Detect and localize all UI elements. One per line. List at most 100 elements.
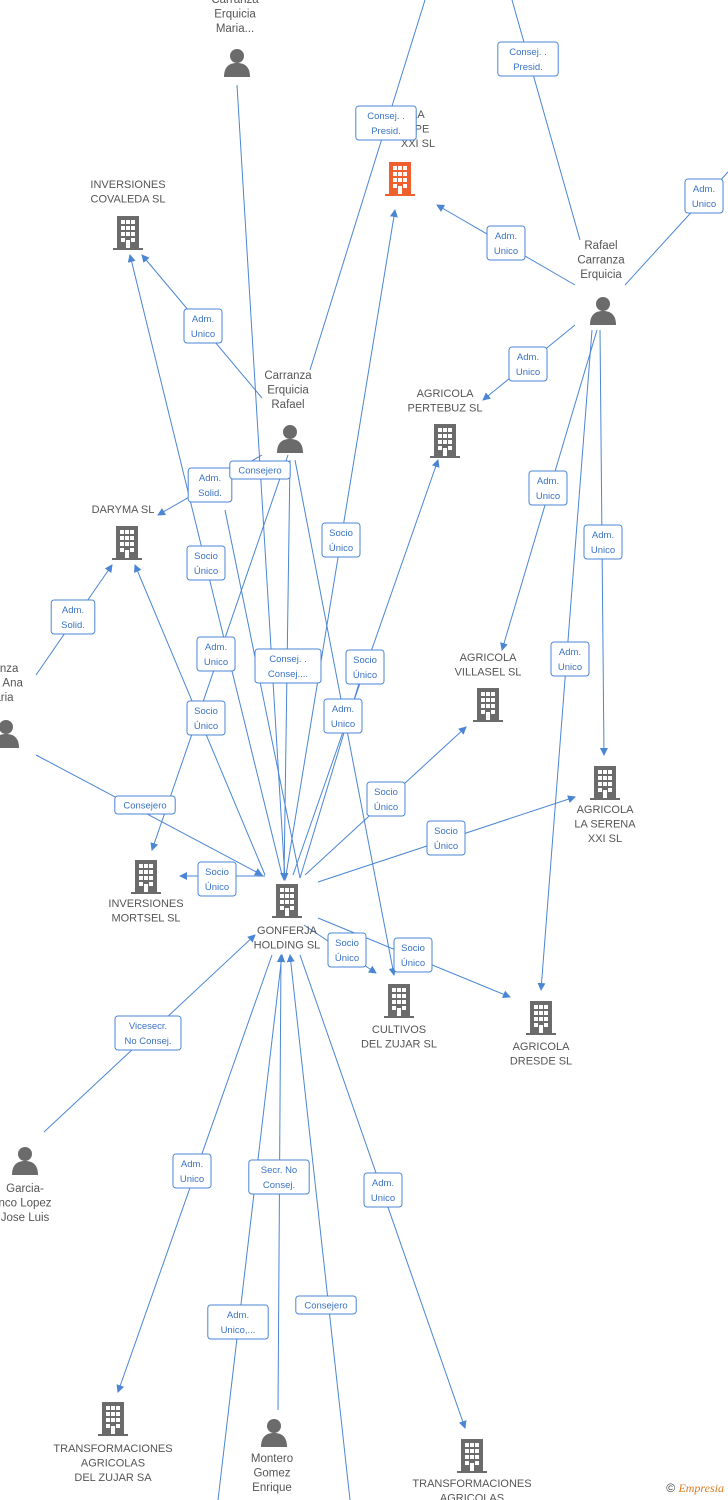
node-label-line: Maria... (216, 23, 254, 35)
node-p_maria[interactable]: CarranzaErquiciaMaria... (211, 0, 259, 77)
relation-label-r10[interactable]: Adm.Unico (528, 470, 568, 506)
relation-text: Unico (494, 246, 518, 257)
edge-1 (511, 0, 581, 241)
node-label-line: ranza (0, 663, 19, 675)
relation-label-r6[interactable]: Adm.Unico (183, 308, 223, 344)
relation-box (363, 1172, 403, 1208)
relation-label-r17[interactable]: Adm.Unico (323, 698, 363, 734)
node-label-line: Carranza (211, 0, 259, 6)
relation-box (323, 698, 363, 734)
building-icon (385, 162, 415, 196)
relation-label-r30[interactable]: Adm.Unico,... (207, 1304, 269, 1340)
building-icon (113, 216, 143, 250)
relation-label-r5[interactable]: Adm.Unico (508, 346, 548, 382)
edge-31 (217, 954, 286, 1500)
relation-text: Adm. (199, 473, 221, 484)
relation-label-r13[interactable]: Adm.Solid. (50, 599, 96, 635)
node-mortsel[interactable]: INVERSIONES MORTSEL SL (108, 860, 184, 925)
node-label-line: cia Ana (0, 678, 23, 690)
edge-32 (286, 954, 351, 1500)
relation-text: Único (329, 543, 353, 554)
relation-label-r15[interactable]: Consej. .Consej.... (254, 648, 322, 684)
relation-box (248, 1159, 310, 1195)
relation-box (345, 649, 385, 685)
relation-label-r4[interactable]: Adm.Unico (486, 225, 526, 261)
relation-text: Consejero (304, 1301, 347, 1312)
person-icon (0, 720, 19, 748)
relation-text: Único (194, 721, 218, 732)
relation-label-r19[interactable]: Adm. Unico (550, 641, 590, 677)
node-label-line: TRANSFORMACIONES (412, 1478, 531, 1490)
relation-text: Consej. . (509, 47, 547, 58)
node-label-line: Carranza (577, 255, 625, 267)
node-label-line: INVERSIONES (90, 179, 165, 191)
relation-box (528, 470, 568, 506)
node-label-line: aria (0, 692, 14, 704)
relation-label-r11[interactable]: Adm.Unico (583, 524, 623, 560)
node-label-line: XXI SL (588, 833, 622, 845)
relation-text: Consejero (238, 466, 281, 477)
relation-label-r27[interactable]: Adm.Unico (172, 1153, 212, 1189)
building-icon (526, 1001, 556, 1035)
relation-label-r3[interactable]: Adm.Unico (684, 178, 724, 214)
relation-label-r7[interactable]: Adm.Solid. (187, 467, 233, 503)
relation-label-r1[interactable]: Consej. .Presid. (497, 41, 559, 77)
relation-label-r20[interactable]: Consejero (114, 795, 176, 815)
relation-label-r8[interactable]: Consejero (229, 460, 291, 480)
building-icon (473, 688, 503, 722)
node-label-line: Garcia- (6, 1183, 44, 1195)
node-label-line: nco Lopez (0, 1198, 52, 1210)
relation-label-r2[interactable]: Consej. .Presid. (355, 105, 417, 141)
relation-text: Socio (401, 943, 425, 954)
edge-9 (236, 84, 289, 881)
person-icon (277, 425, 303, 453)
relation-label-r14[interactable]: Adm.Unico (196, 636, 236, 672)
relation-text: Adm. (559, 647, 581, 658)
relation-label-r29[interactable]: Adm.Unico (363, 1172, 403, 1208)
relation-box (196, 636, 236, 672)
edge-19 (224, 509, 301, 879)
node-label-line: MORTSEL SL (111, 913, 180, 925)
person-icon (224, 49, 250, 77)
edge-21 (35, 754, 263, 876)
relation-text: Unico (331, 719, 355, 730)
relation-labels-layer: Consej. .Presid.Consej. .Presid.Adm.Unic… (50, 41, 724, 1340)
node-label-line: INVERSIONES (108, 898, 183, 910)
relation-label-r31[interactable]: Consejero (295, 1295, 357, 1315)
building-icon (430, 424, 460, 458)
relation-text: Unico (558, 662, 582, 673)
brand-logo[interactable]: Empresia (678, 1481, 724, 1495)
node-label-line: DARYMA SL (92, 504, 155, 516)
relation-text: Socio (353, 655, 377, 666)
relation-box (207, 1304, 269, 1340)
relation-text: Socio (374, 787, 398, 798)
relation-label-r26[interactable]: Vicesecr.No Consej. (114, 1015, 182, 1051)
node-p_ana[interactable]: ranza cia Ana aria (0, 663, 23, 748)
node-daryma[interactable]: DARYMA SL (92, 504, 155, 560)
